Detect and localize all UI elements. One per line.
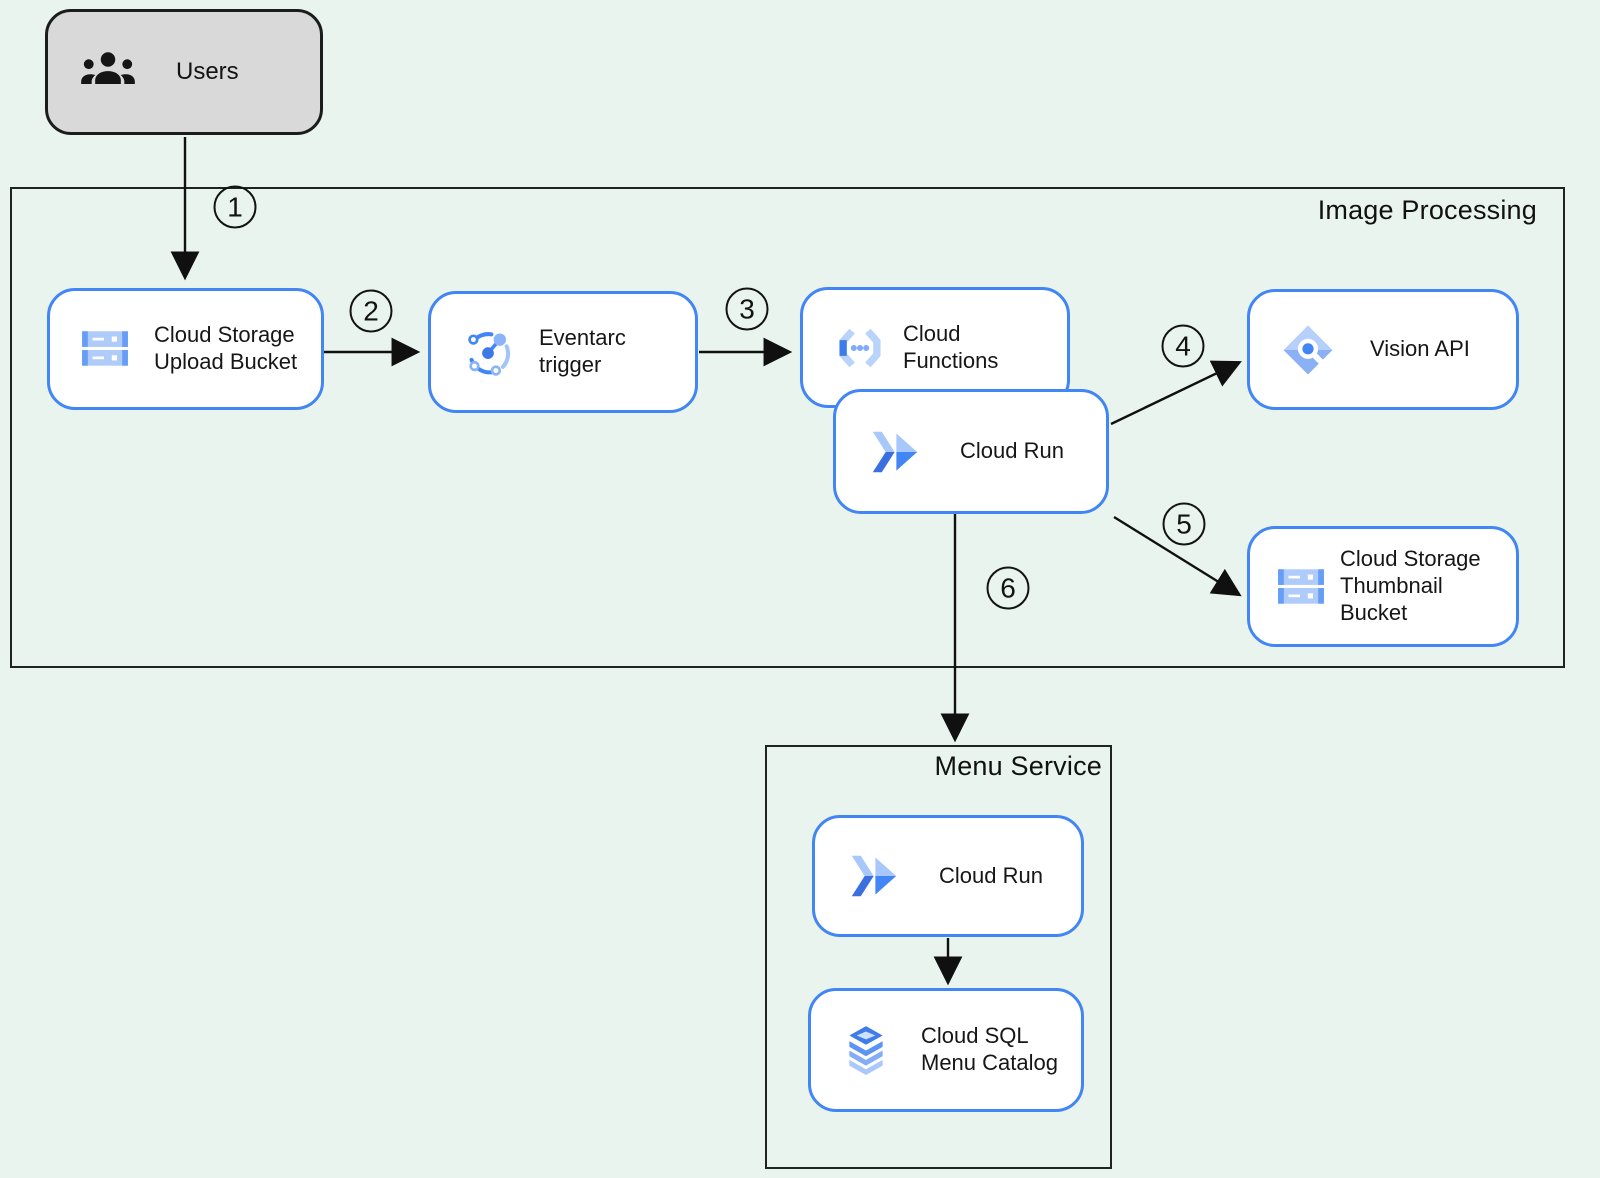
step-6-badge: 6 [986, 566, 1030, 610]
step-4-badge: 4 [1161, 324, 1205, 368]
menu-service-title: Menu Service [934, 751, 1102, 781]
cloud-run-icon [866, 429, 920, 475]
cloud-storage-icon [1276, 566, 1326, 608]
users-icon [80, 50, 136, 95]
cloud-functions-icon [833, 327, 887, 369]
eventarc-icon [461, 325, 515, 379]
step-2-badge: 2 [349, 289, 393, 333]
vision-api-icon [1280, 322, 1336, 378]
cloud-storage-icon [80, 328, 130, 370]
users-node: Users [45, 9, 323, 135]
menu-service-group: Menu Service [765, 745, 1112, 1169]
step-1-badge: 1 [213, 185, 257, 229]
cloud-functions-node: Cloud Functions [800, 287, 1070, 408]
step-3-badge: 3 [725, 287, 769, 331]
image-processing-group: Image Processing [10, 187, 1565, 668]
cloud-run-node: Cloud Run [833, 389, 1109, 514]
step-5-badge: 5 [1162, 502, 1206, 546]
vision-api-label: Vision API [1370, 336, 1470, 362]
cloud-sql-icon [841, 1024, 891, 1076]
cloud-functions-label: Cloud Functions [903, 320, 999, 373]
eventarc-label: Eventarc trigger [539, 325, 626, 377]
users-label: Users [176, 58, 239, 85]
cloud-run-icon [845, 853, 899, 899]
vision-api-node: Vision API [1247, 289, 1519, 410]
menu-cloud-run-label: Cloud Run [939, 862, 1043, 888]
cloud-run-label: Cloud Run [960, 438, 1064, 464]
eventarc-node: Eventarc trigger [428, 291, 698, 413]
menu-cloud-run-node: Cloud Run [812, 815, 1084, 937]
image-processing-title: Image Processing [1317, 195, 1537, 225]
